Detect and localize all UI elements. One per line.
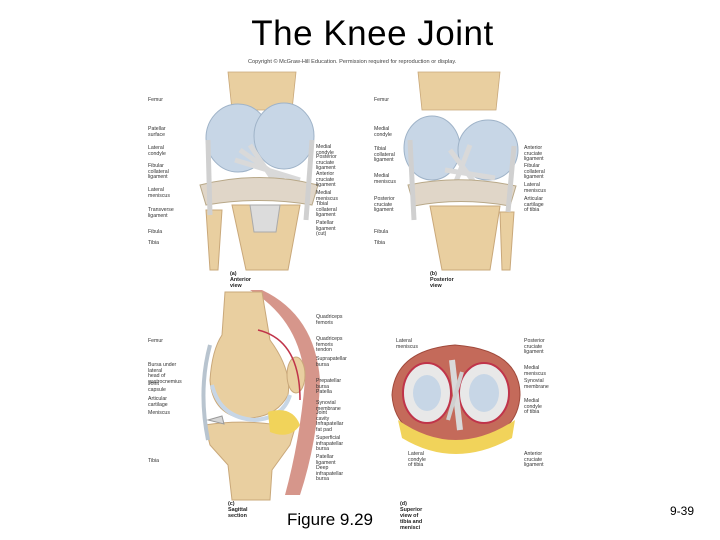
caption-anterior-view: (a) Anterior view [230,271,251,289]
label-tibia-a: Tibia [148,240,160,246]
label-tibia-c: Tibia [148,458,160,464]
label-lateral-meniscus-b: Lateral meniscus [524,182,546,194]
label-suprapatellar-bursa: Suprapatellar bursa [316,356,347,368]
label-lateral-meniscus-a: Lateral meniscus [148,187,170,199]
label-deep-infrapatellar: Deep infrapatellar bursa [316,465,344,483]
label-bursa-gastrocnemius: Bursa under lateral head of gastrocnemiu… [148,362,182,385]
label-meniscus-c: Meniscus [148,410,170,416]
slide-title: The Knee Joint [251,14,494,53]
page-number: 9-39 [670,504,695,518]
label-anterior-cruciate-b: Anterior cruciate ligament [524,145,544,163]
label-femur-c: Femur [148,338,163,344]
label-fibular-collateral-a: Fibular collateral ligament [148,163,169,181]
label-joint-cavity: Joint cavity [316,410,330,422]
label-tibial-collateral-b: Tibial collateral ligament [374,146,395,164]
label-fibula-a: Fibula [148,229,163,235]
label-fibula-b: Fibula [374,229,389,235]
label-infrapatellar-fat: Infrapatellar fat pad [316,421,344,433]
label-fibular-collateral-b: Fibular collateral ligament [524,163,545,181]
label-articular-cartilage-c: Articular cartilage [148,396,168,408]
caption-superior-view: (d) Superior view of tibia and menisci [400,501,423,531]
label-tibial-collateral-a: Tibial collateral ligament [316,201,337,219]
label-patellar-ligament: Patellar ligament [316,454,336,466]
label-anterior-cruciate-d: Anterior cruciate ligament [524,451,544,469]
label-articular-cartilage-b: Articular cartilage of tibia [524,196,544,214]
copyright-notice: Copyright © McGraw-Hill Education. Permi… [248,59,457,65]
label-prepatellar-bursa: Prepatellar bursa [316,378,342,390]
label-posterior-cruciate-b: Posterior cruciate ligament [374,196,395,214]
label-anterior-cruciate-a: Anterior cruciate ligament [316,171,336,189]
label-patella: Patella [316,389,332,395]
figure-number: Figure 9.29 [287,510,373,529]
label-posterior-cruciate-a: Posterior cruciate ligament [316,154,337,172]
label-femur-b: Femur [374,97,389,103]
label-femur-a: Femur [148,97,163,103]
label-synovial-membrane-d: Synovial membrane [524,378,549,390]
label-medial-condyle-d: Medial condyle of tibia [524,398,542,416]
caption-sagittal-section: (c) Sagittal section [228,501,248,519]
label-synovial-membrane-c: Synovial membrane [316,400,341,412]
label-lateral-condyle-d: Lateral condyle of tibia [408,451,426,469]
label-quadriceps-femoris: Quadriceps femoris [316,314,343,326]
label-patellar-surface: Patellar surface [148,126,166,138]
label-tibia-b: Tibia [374,240,386,246]
caption-posterior-view: (b) Posterior view [430,271,454,289]
label-medial-condyle-a: Medial condyle [316,144,334,156]
label-medial-meniscus-a: Medial meniscus [316,190,338,202]
label-medial-condyle-b: Medial condyle [374,126,392,138]
label-medial-meniscus-d: Medial meniscus [524,365,546,377]
label-transverse-ligament: Transverse ligament [148,207,174,219]
label-quadriceps-tendon: Quadriceps femoris tendon [316,336,343,354]
label-medial-meniscus-b: Medial meniscus [374,173,396,185]
label-joint-capsule: Joint capsule [148,381,166,393]
label-posterior-cruciate-d: Posterior cruciate ligament [524,338,545,356]
label-patellar-ligament-cut: Patellar ligament (cut) [316,220,336,238]
label-superficial-infrapatellar: Superficial infrapatellar bursa [316,435,344,453]
label-lateral-meniscus-d: Lateral meniscus [396,338,418,350]
label-lateral-condyle-a: Lateral condyle [148,145,166,157]
